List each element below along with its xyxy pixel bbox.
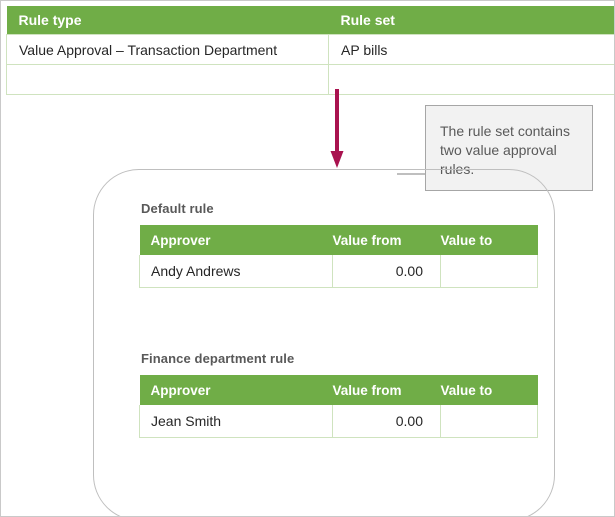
rule-group-title: Default rule	[141, 201, 214, 216]
callout-leader-line	[397, 173, 426, 175]
cell-value-from: 0.00	[332, 255, 441, 288]
column-header-value-to: Value to	[440, 225, 538, 255]
table-header-row: Approver Value from Value to	[139, 225, 538, 255]
rule-group-default: Default rule Approver Value from Value t…	[139, 201, 538, 288]
table-header-row: Approver Value from Value to	[139, 375, 538, 405]
table-row[interactable]: Andy Andrews 0.00	[139, 255, 538, 288]
column-header-rule-type: Rule type	[6, 6, 329, 35]
table-row[interactable]: Jean Smith 0.00	[139, 405, 538, 438]
cell-rule-type-empty	[6, 64, 329, 95]
rule-set-container	[93, 169, 555, 516]
column-header-approver: Approver	[139, 375, 333, 405]
cell-rule-type: Value Approval – Transaction Department	[6, 34, 329, 65]
cell-rule-set-empty	[328, 64, 614, 95]
cell-value-from: 0.00	[332, 405, 441, 438]
rule-group-title: Finance department rule	[141, 351, 295, 366]
column-header-approver: Approver	[139, 225, 333, 255]
column-header-value-from: Value from	[332, 375, 441, 405]
column-header-value-from: Value from	[332, 225, 441, 255]
cell-approver: Jean Smith	[139, 405, 333, 438]
table-row-empty[interactable]	[6, 64, 614, 95]
table-row[interactable]: Value Approval – Transaction Department …	[6, 34, 614, 65]
cell-value-to	[440, 405, 538, 438]
cell-approver: Andy Andrews	[139, 255, 333, 288]
column-header-rule-set: Rule set	[328, 6, 614, 35]
rule-type-table: Rule type Rule set Value Approval – Tran…	[6, 6, 614, 95]
table-header-row: Rule type Rule set	[6, 6, 614, 35]
column-header-value-to: Value to	[440, 375, 538, 405]
cell-value-to	[440, 255, 538, 288]
approver-table-default: Approver Value from Value to Andy Andrew…	[139, 225, 538, 288]
down-arrow-icon	[330, 89, 344, 168]
cell-rule-set: AP bills	[328, 34, 614, 65]
approver-table-finance: Approver Value from Value to Jean Smith …	[139, 375, 538, 438]
rule-group-finance: Finance department rule Approver Value f…	[139, 351, 538, 438]
